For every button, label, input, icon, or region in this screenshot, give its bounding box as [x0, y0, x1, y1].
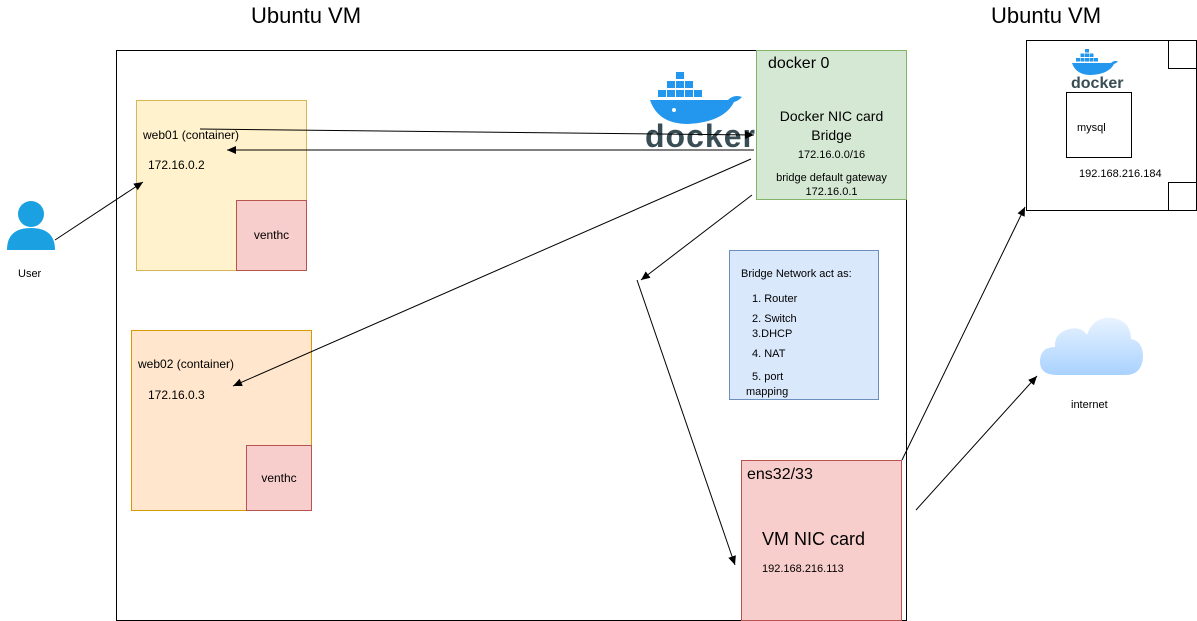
arrow-nic-to-internet [915, 375, 1038, 511]
cloud-icon [1039, 317, 1143, 375]
user-label: User [18, 268, 42, 280]
bridge-info-item: 2. Switch [752, 313, 797, 325]
bridge-info-heading: Bridge Network act as: [741, 268, 852, 280]
right-vm-corner-bottom [1168, 182, 1197, 211]
docker0-gateway-label: bridge default gateway [776, 172, 887, 184]
docker-logo-icon [650, 72, 742, 124]
web01-veth[interactable]: venthc [236, 200, 307, 271]
nic-ip: 192.168.216.113 [762, 563, 844, 575]
internet-label: internet [1071, 399, 1108, 411]
web01-name: web01 (container) [143, 128, 240, 142]
right-vm-title: Ubuntu VM [991, 3, 1102, 28]
bridge-info-item: 3.DHCP [752, 328, 793, 340]
docker0-bridge[interactable] [756, 50, 907, 200]
docker0-subnet: 172.16.0.0/16 [797, 149, 866, 161]
web01-veth-label: venthc [253, 228, 290, 242]
nic-header: ens32/33 [747, 466, 813, 483]
right-vm-ip: 192.168.216.184 [1079, 168, 1162, 180]
docker0-line1: Docker NIC card [779, 108, 884, 124]
web02-name: web02 (container) [138, 357, 235, 371]
web02-veth-label: venthc [261, 471, 297, 485]
web01-ip: 172.16.0.2 [148, 158, 205, 172]
right-vm-corner-top [1168, 40, 1197, 69]
left-vm-title: Ubuntu VM [251, 3, 362, 28]
docker0-line2: Bridge [811, 127, 852, 143]
bridge-info-item: 4. NAT [752, 348, 786, 360]
vm-nic-card[interactable] [741, 460, 902, 621]
nic-title: VM NIC card [762, 529, 866, 549]
mysql-label: mysql [1077, 122, 1106, 134]
docker-logo-text: docker [645, 118, 756, 154]
docker0-gateway-ip: 172.16.0.1 [805, 186, 858, 198]
mysql-container[interactable] [1066, 92, 1132, 158]
docker-logo-small-text: docker [1071, 75, 1124, 92]
docker0-header: docker 0 [768, 55, 830, 72]
web02-ip: 172.16.0.3 [148, 388, 205, 402]
bridge-info-item: mapping [746, 386, 789, 398]
user-icon [7, 201, 55, 250]
web02-veth[interactable]: venthc [246, 445, 312, 511]
docker-logo-small-icon [1072, 49, 1118, 75]
bridge-info-item: 5. port [752, 371, 784, 383]
bridge-info-box [729, 250, 879, 400]
bridge-info-item: 1. Router [752, 293, 798, 305]
arrow-nic-to-right-vm [901, 206, 1026, 461]
